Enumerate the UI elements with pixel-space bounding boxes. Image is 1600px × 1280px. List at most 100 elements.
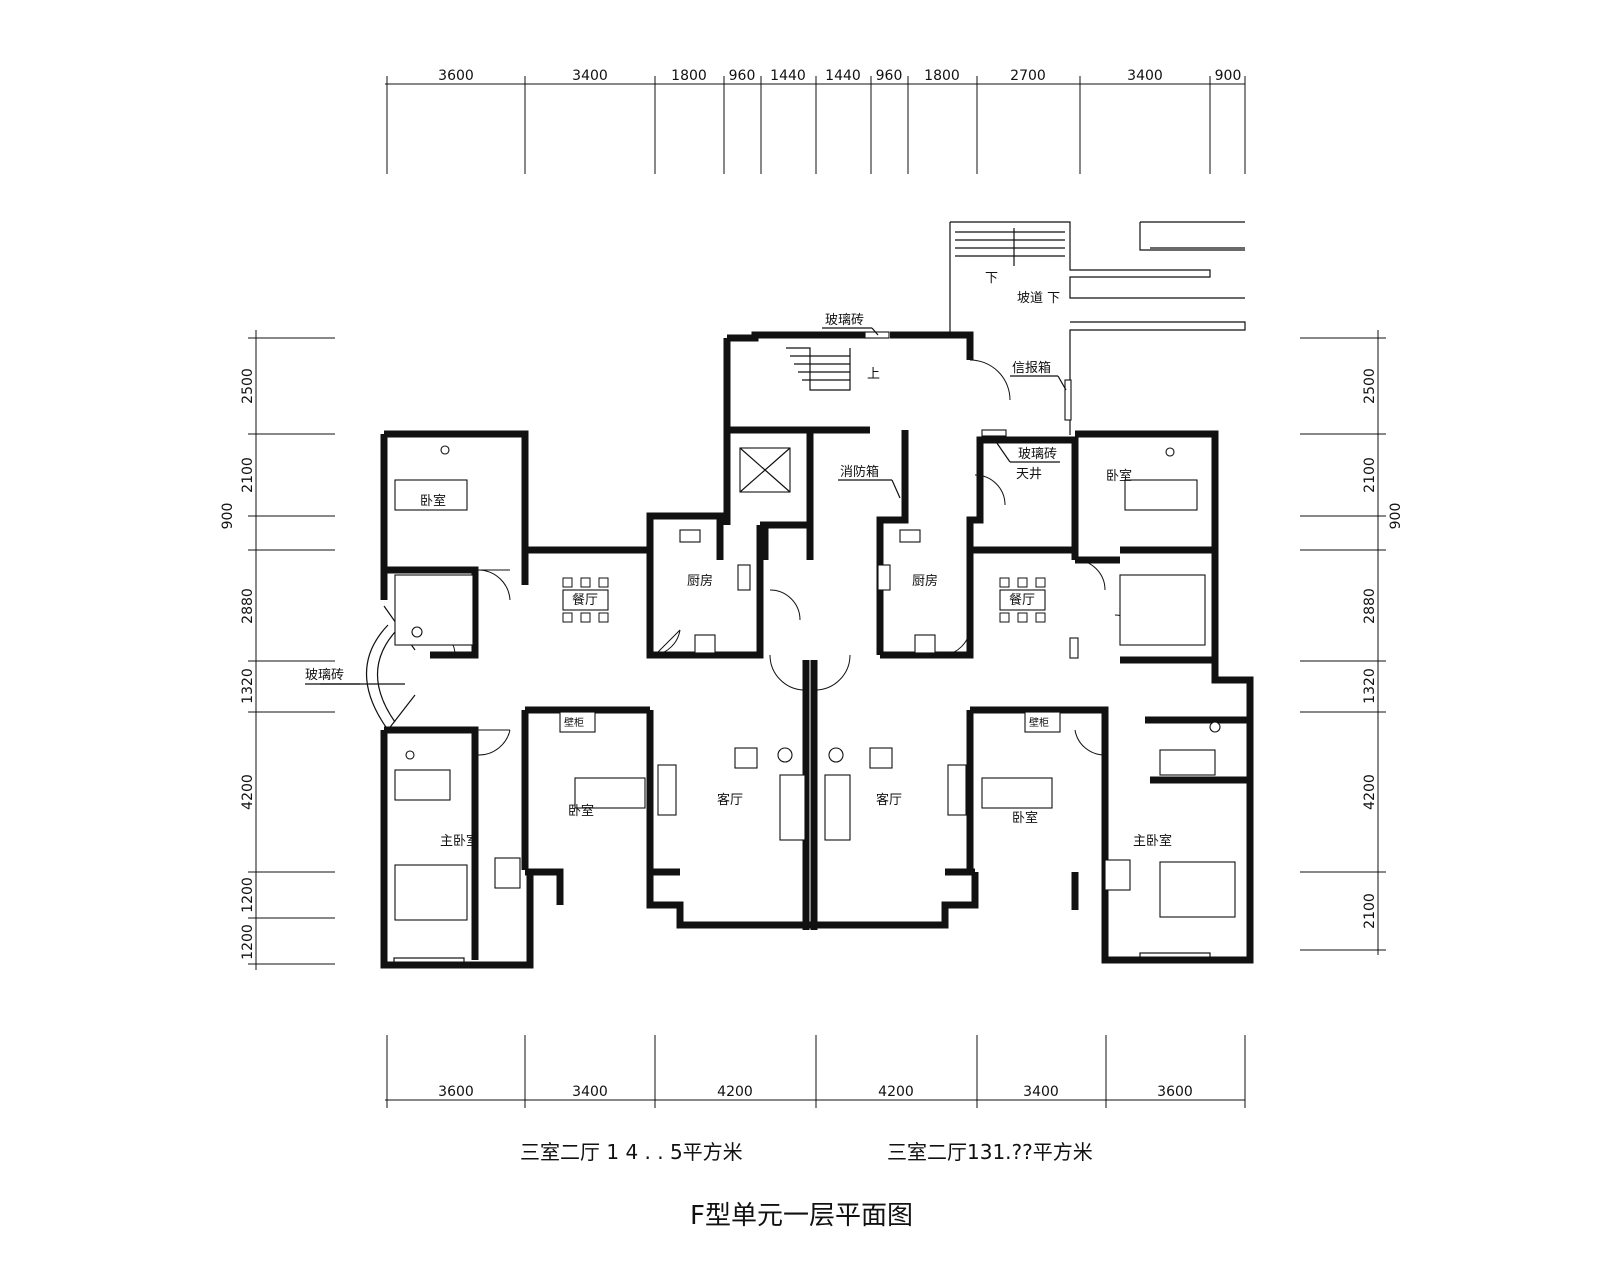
label-master-right: 主卧室 [1133, 833, 1172, 849]
bed-mid-right [981, 777, 1053, 809]
dim-right-5: 1320 [1362, 668, 1378, 704]
dim-top-6: 1440 [825, 68, 861, 84]
tv-cabinet-right [947, 764, 967, 816]
glass-brick-right [981, 429, 1007, 437]
area-caption-left: 三室二厅 1 4 . . 5平方米 [520, 1140, 743, 1164]
fridge-right [914, 634, 936, 654]
dim-right-2: 2100 [1362, 457, 1378, 493]
stove-left [737, 564, 751, 591]
closet-left [559, 711, 596, 733]
label-bedroom-mid-left: 卧室 [568, 803, 594, 819]
bath-right-upper [1119, 574, 1206, 646]
sofa-right [824, 774, 851, 841]
label-mailbox: 信报箱 [1012, 360, 1051, 376]
dim-bottom-1: 3600 [438, 1084, 474, 1100]
bottom-dimension-chain: 3600 3400 4200 4200 3400 3600 [385, 1035, 1246, 1108]
wall-right-wing [1075, 430, 1254, 964]
lamp-icon [1165, 447, 1175, 457]
stove-right [877, 564, 891, 591]
dim-left-5: 1320 [240, 668, 256, 704]
dim-left-4: 2880 [240, 588, 256, 624]
wall-core [723, 331, 974, 655]
dim-top-11: 900 [1215, 68, 1242, 84]
desk-left [494, 857, 521, 889]
toilet-icon [405, 750, 415, 760]
room-labels: 玻璃砖 上 下 坡道 下 信报箱 玻璃砖 天井 消防箱 玻璃砖 厨房 厨房 餐厅… [305, 271, 1172, 849]
dim-top-10: 3400 [1127, 68, 1163, 84]
label-closet-right: 壁柜 [1029, 716, 1049, 729]
right-dimension-chain: 2500 2100 900 2880 1320 4200 2100 [1300, 330, 1404, 955]
dim-top-5: 1440 [770, 68, 806, 84]
wall-center-spine [802, 660, 818, 930]
dim-bottom-2: 3400 [572, 1084, 608, 1100]
dim-left-7: 1200 [240, 877, 256, 913]
dim-left-6: 4200 [240, 774, 256, 810]
dim-left-2: 2100 [240, 457, 256, 493]
dim-top-7: 960 [876, 68, 903, 84]
label-master-left: 主卧室 [440, 833, 479, 849]
desk-right [1104, 859, 1131, 891]
lamp-icon [440, 445, 450, 455]
shoe-cabinet [1069, 637, 1079, 659]
label-bedroom-mid-right: 卧室 [1012, 810, 1038, 826]
bed-top-left [394, 479, 468, 511]
window-bottom-right [1139, 952, 1211, 959]
armchair-right [869, 747, 893, 769]
sink-right [899, 529, 921, 543]
bath-left-upper [394, 574, 474, 646]
dim-top-3: 1800 [671, 68, 707, 84]
area-caption-right: 三室二厅131.??平方米 [887, 1140, 1093, 1164]
furniture [393, 331, 1236, 964]
stair [739, 347, 851, 493]
fridge-left [694, 634, 716, 654]
walls [380, 221, 1254, 969]
bed-mid-left [574, 777, 646, 809]
tv-cabinet-left [657, 764, 677, 816]
wall-left-lower-rooms [525, 868, 979, 929]
label-dining-left: 餐厅 [572, 592, 598, 608]
bed-master-left [394, 864, 468, 921]
bed-top-right [1124, 479, 1198, 511]
mailbox-icon [1064, 379, 1072, 421]
label-glass-brick-top: 玻璃砖 [825, 313, 864, 328]
label-stair-up: 上 [867, 367, 880, 382]
dim-left-1: 2500 [240, 368, 256, 404]
wall-left-middle [525, 512, 764, 876]
sink-left [679, 529, 701, 543]
wall-right-lower [970, 868, 1079, 910]
ramp-outline [949, 221, 1246, 435]
label-kitchen-right: 厨房 [912, 573, 938, 589]
label-glass-brick-right: 玻璃砖 [1018, 447, 1057, 462]
closet-right [1024, 711, 1061, 733]
label-dining-right: 餐厅 [1009, 592, 1035, 608]
bed-master-right [1159, 861, 1236, 918]
dining-table-right [999, 589, 1046, 611]
label-glass-brick-left: 玻璃砖 [305, 668, 344, 683]
label-living-left: 客厅 [717, 792, 743, 808]
plan-title: F型单元一层平面图 [690, 1201, 913, 1231]
doors [429, 359, 1141, 756]
glass-brick-top [864, 331, 890, 339]
wall-right-middle [876, 436, 1079, 876]
dim-top-1: 3600 [438, 68, 474, 84]
top-dimension-ticks [386, 76, 1246, 174]
left-dimension-ticks [248, 337, 335, 965]
label-skylight: 天井 [1016, 467, 1042, 482]
dim-left-8: 1200 [240, 924, 256, 960]
label-ramp-down: 坡道 下 [1017, 291, 1060, 306]
dim-right-7: 2100 [1362, 893, 1378, 929]
dim-top-8: 1800 [924, 68, 960, 84]
armchair-left [734, 747, 758, 769]
dim-right-6: 4200 [1362, 774, 1378, 810]
bottom-dimension-ticks [386, 1035, 1246, 1108]
dim-top-9: 2700 [1010, 68, 1046, 84]
label-bedroom-top-left: 卧室 [420, 493, 446, 509]
toilet-icon [1209, 721, 1221, 733]
top-dimension-chain: 3600 3400 1800 960 1440 1440 960 1800 27… [385, 68, 1246, 174]
dim-top-2: 3400 [572, 68, 608, 84]
dim-bottom-6: 3600 [1157, 1084, 1193, 1100]
right-dimension-ticks [1300, 337, 1386, 951]
dim-right-4: 2880 [1362, 588, 1378, 624]
bathtub-right [1159, 749, 1216, 776]
